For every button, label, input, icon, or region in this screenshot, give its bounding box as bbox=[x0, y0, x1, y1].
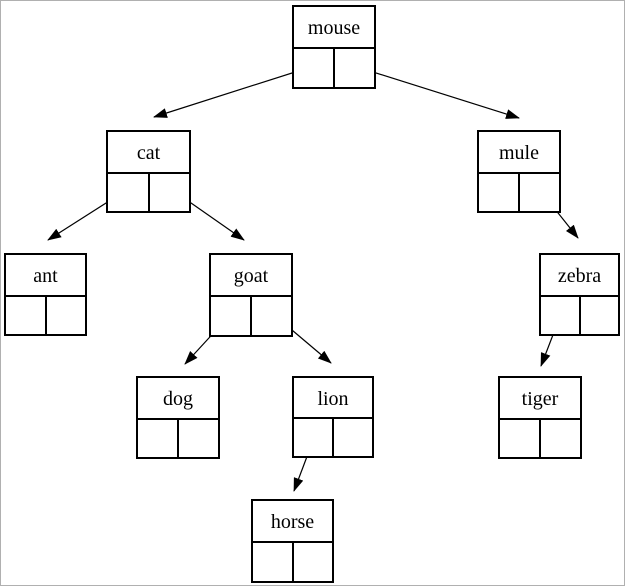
right-pointer-cell bbox=[250, 297, 291, 335]
right-pointer-cell bbox=[578, 296, 619, 334]
tree-node-goat: goat bbox=[209, 253, 293, 337]
pointer-cells bbox=[253, 543, 332, 581]
node-label: ant bbox=[6, 255, 85, 297]
pointer-cells bbox=[211, 297, 291, 335]
node-label: mule bbox=[479, 132, 559, 174]
right-pointer-cell bbox=[518, 173, 559, 211]
right-pointer-cell bbox=[332, 419, 372, 456]
pointer-cells bbox=[294, 419, 372, 456]
tree-node-tiger: tiger bbox=[498, 376, 582, 459]
pointer-cells bbox=[6, 296, 86, 335]
pointer-cells bbox=[479, 173, 559, 212]
tree-node-horse: horse bbox=[251, 499, 334, 583]
left-pointer-cell bbox=[138, 420, 177, 458]
tree-node-mouse: mouse bbox=[292, 5, 376, 89]
node-label: cat bbox=[108, 132, 189, 174]
tree-node-cat: cat bbox=[106, 130, 191, 213]
arrow-mouse-left-to-cat bbox=[153, 65, 315, 118]
node-label: mouse bbox=[294, 7, 374, 49]
left-pointer-cell bbox=[253, 543, 292, 581]
tree-node-lion: lion bbox=[292, 376, 374, 458]
tree-node-mule: mule bbox=[477, 130, 561, 213]
right-pointer-cell bbox=[539, 419, 580, 457]
left-pointer-cell bbox=[294, 49, 333, 87]
left-pointer-cell bbox=[211, 297, 250, 335]
right-pointer-cell bbox=[177, 419, 218, 457]
left-pointer-cell bbox=[500, 420, 539, 458]
right-pointer-cell bbox=[147, 173, 190, 211]
node-label: horse bbox=[253, 501, 332, 543]
pointer-cells bbox=[500, 419, 580, 458]
right-pointer-cell bbox=[44, 296, 86, 334]
left-pointer-cell bbox=[479, 174, 518, 212]
left-pointer-cell bbox=[6, 297, 45, 335]
tree-node-ant: ant bbox=[4, 253, 87, 336]
left-pointer-cell bbox=[541, 297, 579, 335]
right-pointer-cell bbox=[333, 49, 374, 87]
left-pointer-cell bbox=[108, 174, 148, 212]
node-label: dog bbox=[138, 378, 218, 420]
node-label: lion bbox=[294, 378, 372, 419]
left-pointer-cell bbox=[294, 419, 332, 456]
right-pointer-cell bbox=[291, 543, 333, 581]
pointer-cells bbox=[108, 173, 190, 212]
pointer-cells bbox=[138, 419, 218, 458]
node-label: tiger bbox=[500, 378, 580, 420]
node-label: goat bbox=[211, 255, 291, 297]
pointer-cells bbox=[541, 296, 619, 335]
tree-node-dog: dog bbox=[136, 376, 220, 459]
pointer-cells bbox=[294, 49, 374, 87]
node-label: zebra bbox=[541, 255, 618, 297]
tree-node-zebra: zebra bbox=[539, 253, 620, 336]
arrow-mouse-right-to-mule bbox=[353, 65, 520, 119]
